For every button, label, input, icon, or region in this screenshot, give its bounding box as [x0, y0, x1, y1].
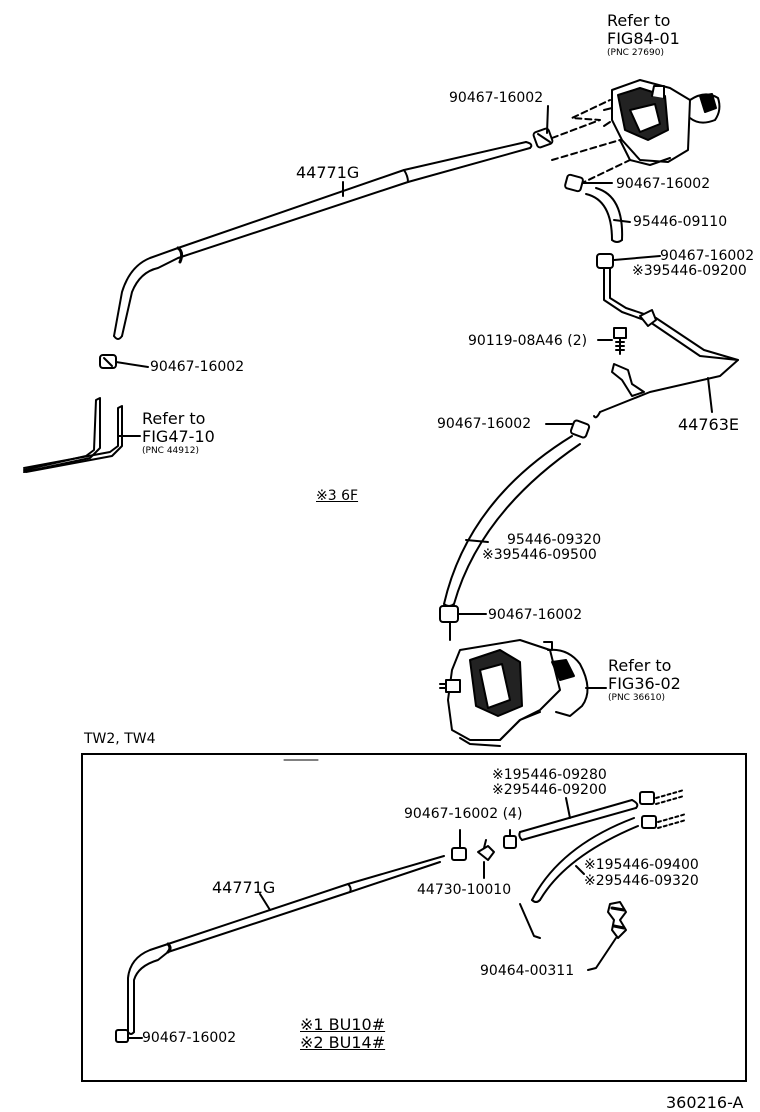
label-hose-alt: ※395446-09200: [632, 263, 747, 279]
alternator-figure: [439, 639, 589, 747]
diagram-id: 360216-A: [666, 1093, 744, 1112]
valve-icon: [477, 839, 495, 861]
note-6f: ※3 6F: [316, 488, 359, 504]
label-bolt: 90119-08A46 (2): [468, 333, 588, 349]
label-hose: 95446-09320: [507, 532, 602, 548]
tw-section-title: TW2, TW4: [84, 731, 156, 747]
note-bu14: ※2 BU14#: [300, 1033, 386, 1052]
tw-hose-upper: [518, 799, 639, 841]
ref-fig84-line2[interactable]: FIG84-01: [607, 29, 680, 48]
tw-hose-44771g: [127, 855, 445, 1035]
label-tw-hose-44771g: 44771G: [212, 878, 276, 897]
ref-fig84-line1: Refer to: [607, 11, 671, 30]
tw-section-box: [81, 753, 747, 1082]
label-tw-hose: ※295446-09320: [584, 873, 699, 889]
clamp-icon: [439, 605, 459, 623]
label-clamp: 90467-16002: [616, 176, 711, 192]
leader-line: [259, 893, 271, 911]
clip-icon: [607, 901, 627, 939]
leader-line: [546, 105, 549, 134]
label-clamp: 90467-16002: [437, 416, 532, 432]
leader-line: [613, 255, 661, 261]
ref-fig36-pnc: (PNC 36610): [608, 693, 665, 703]
label-tw-valve: 44730-10010: [417, 882, 512, 898]
leader-line: [565, 797, 571, 819]
clamp-icon: [641, 815, 657, 829]
ref-fig84-pnc: (PNC 27690): [607, 48, 664, 58]
leader-line: [465, 539, 489, 543]
label-hose-44771g: 44771G: [296, 163, 360, 182]
ref-fig36-line2[interactable]: FIG36-02: [608, 674, 681, 693]
leader-dashed: [551, 139, 621, 161]
vacuum-pump-figure: [603, 79, 721, 166]
label-clamp: 90467-16002: [150, 359, 245, 375]
clamp-icon: [639, 791, 655, 805]
ref-fig36-line1: Refer to: [608, 656, 672, 675]
label-pipe-44763e: 44763E: [678, 415, 740, 434]
note-bu10: ※1 BU10#: [300, 1015, 386, 1034]
hose-95446-09110: [585, 187, 624, 241]
hose-44771g: [113, 141, 533, 340]
clamp-icon: [569, 419, 591, 439]
bracket: [611, 363, 645, 397]
tw-pipe-end: [519, 903, 541, 939]
label-tw-hose: ※195446-09280: [492, 767, 607, 783]
bolt-icon: [613, 327, 627, 355]
leader-line: [459, 829, 511, 849]
ref-fig47-pnc: (PNC 44912): [142, 446, 199, 456]
clamp-icon: [532, 127, 554, 149]
clamp-icon: [564, 173, 584, 193]
label-tw-hose: ※195446-09400: [584, 857, 699, 873]
label-hose: 95446-09110: [633, 214, 728, 230]
pipe-44763e: [593, 267, 739, 419]
label-clamp: 90467-16002: [449, 90, 544, 106]
label-tw-clip: 90464-00311: [480, 963, 575, 979]
clamp-icon: [99, 354, 117, 369]
leader-line: [707, 377, 713, 413]
leader-dashed-2: [579, 159, 631, 185]
clamp-icon: [115, 1029, 129, 1043]
leader-line: [587, 937, 617, 971]
label-clamp: 90467-16002: [660, 248, 755, 264]
hose-95446-09320: [443, 435, 581, 607]
leader-zigzag: [551, 99, 611, 139]
ref-fig47-line2[interactable]: FIG47-10: [142, 427, 215, 446]
label-tw-clamp: 90467-16002: [142, 1030, 237, 1046]
label-tw-hose: ※295446-09200: [492, 782, 607, 798]
pipe-fig47-10: [23, 397, 123, 473]
label-hose-alt: ※395446-09500: [482, 547, 597, 563]
leader-line: [575, 865, 585, 875]
clamp-icon: [596, 253, 614, 269]
label-clamp: 90467-16002: [488, 607, 583, 623]
tw-hose-lower: [531, 817, 639, 903]
ref-fig47-line1: Refer to: [142, 409, 206, 428]
leader-line: [115, 361, 149, 368]
leader-line: [613, 219, 631, 223]
label-tw-clamp: 90467-16002 (4): [404, 806, 523, 822]
